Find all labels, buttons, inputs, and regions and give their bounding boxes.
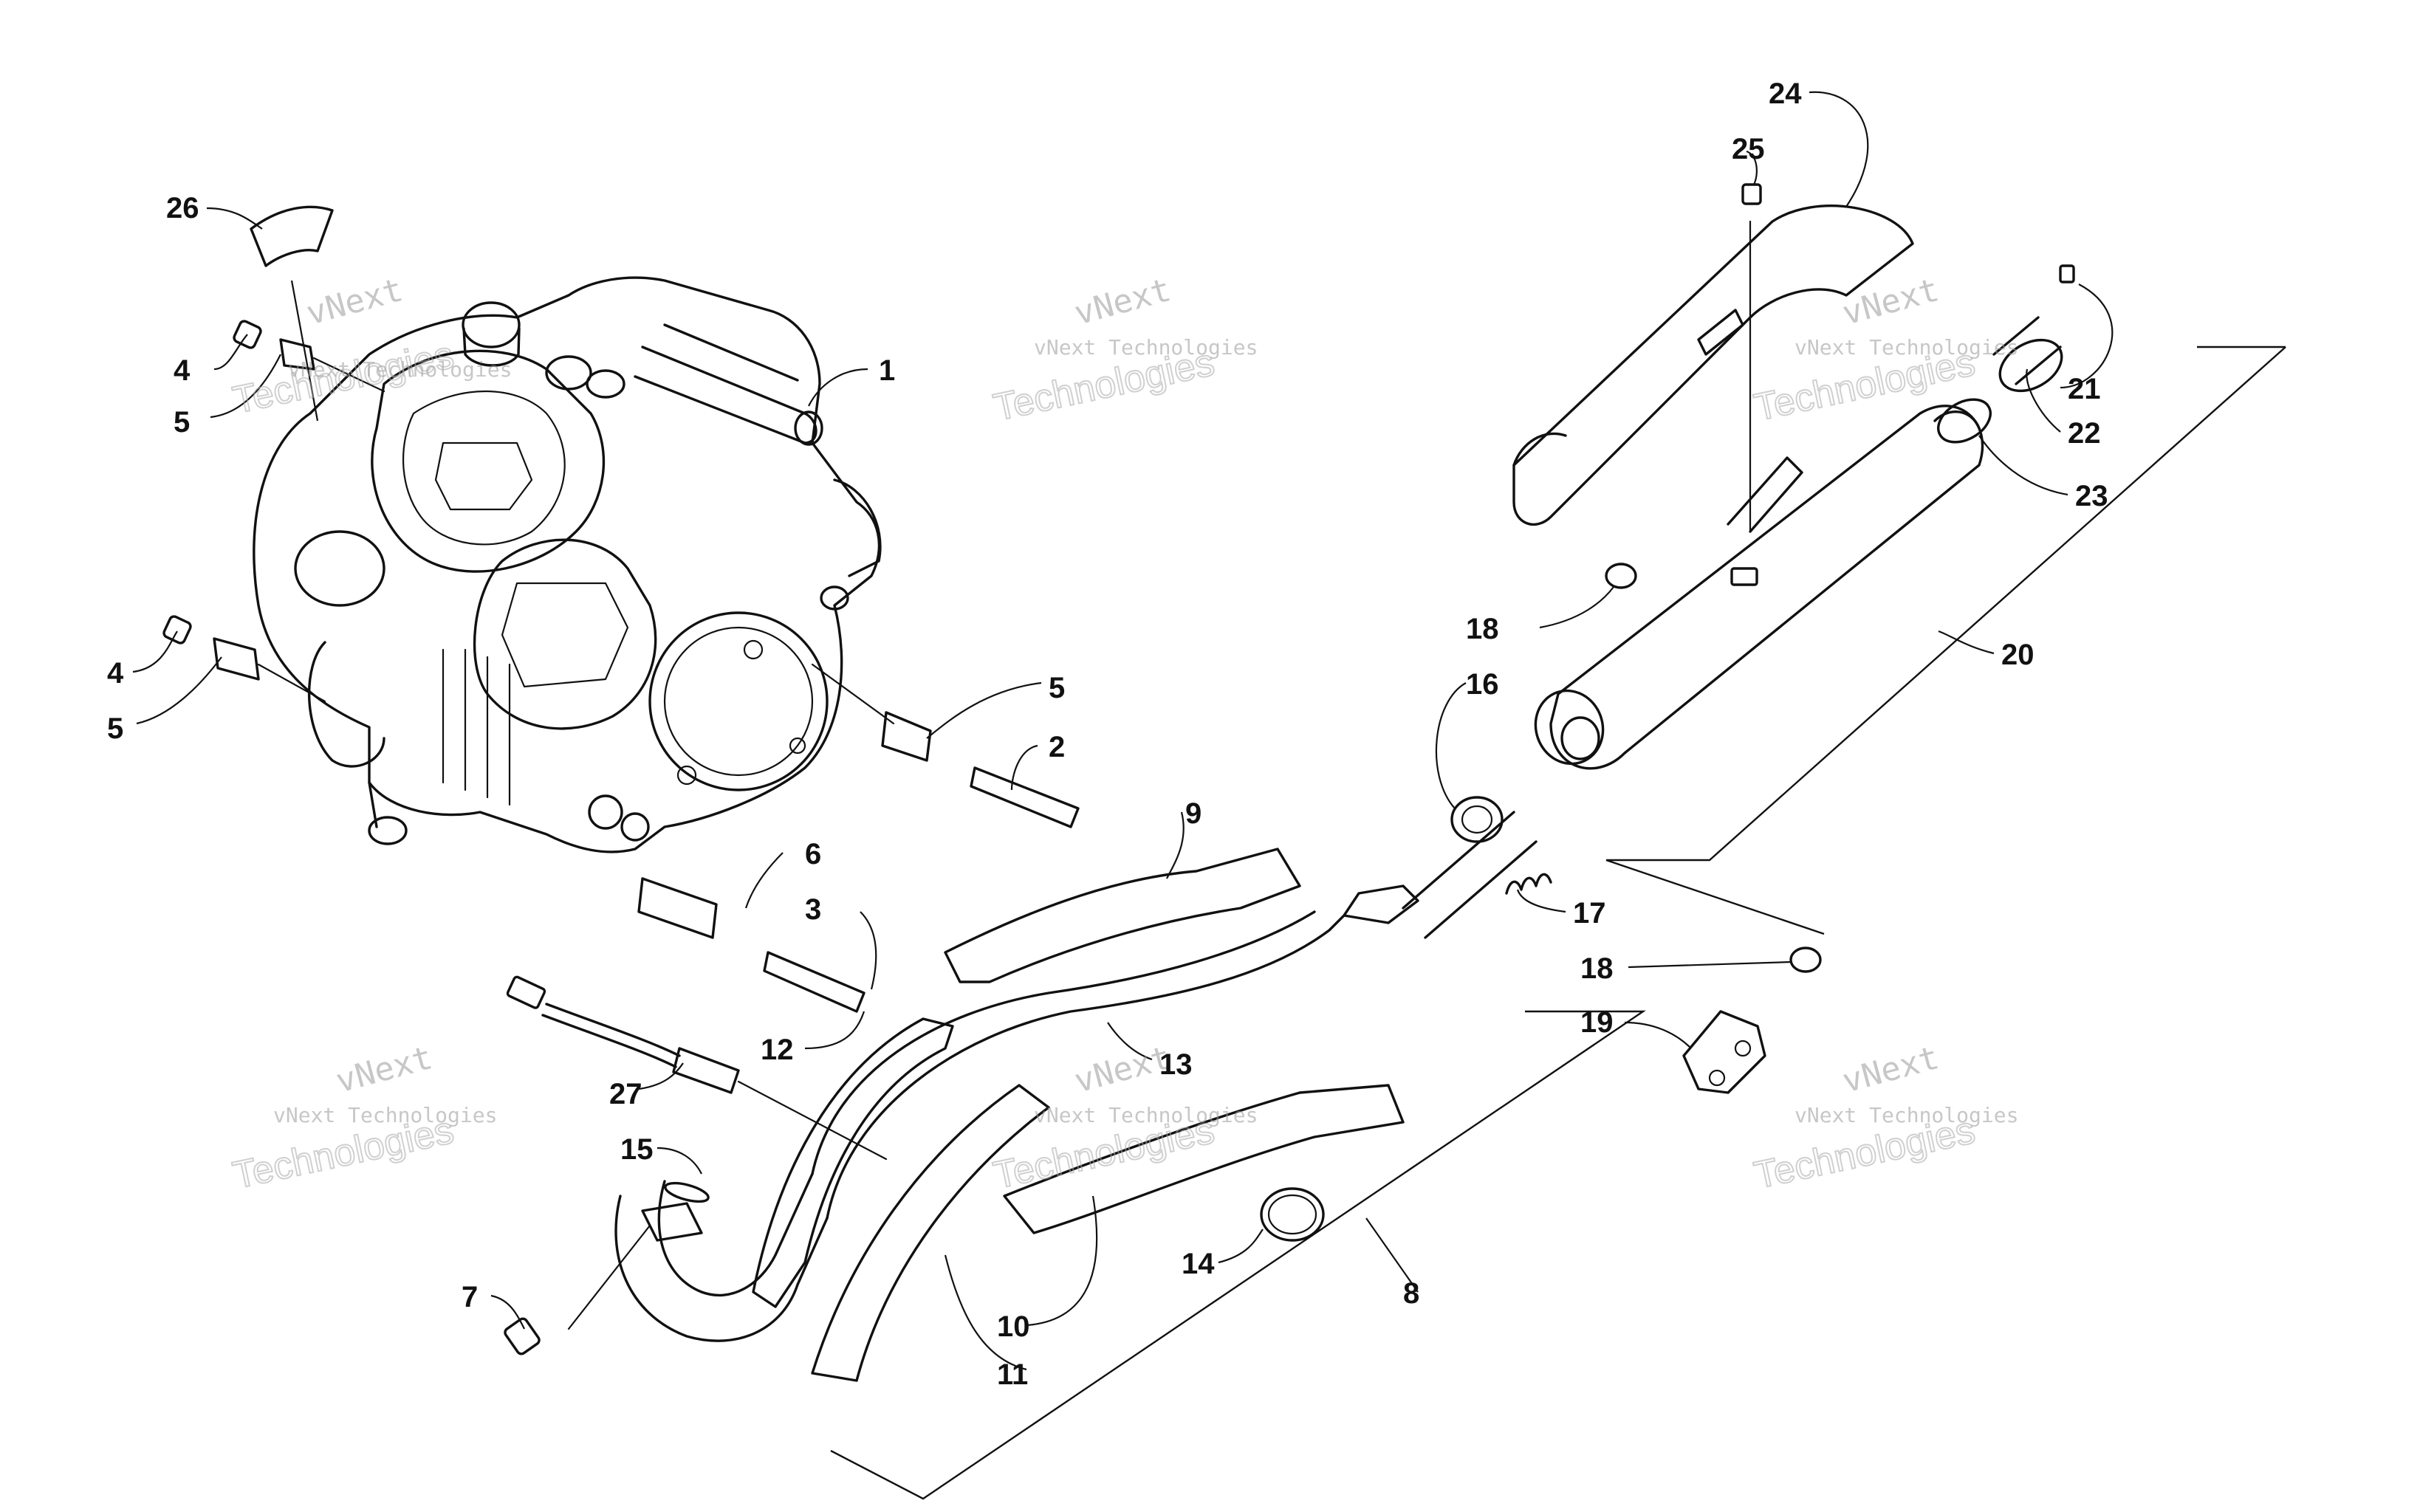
callout-5-top: 5 bbox=[174, 406, 190, 439]
exhaust-stud-lower bbox=[637, 877, 865, 1013]
svg-text:vNext: vNext bbox=[1839, 271, 1943, 333]
spring-17 bbox=[1505, 873, 1552, 895]
callout-17: 17 bbox=[1573, 897, 1606, 929]
callout-21: 21 bbox=[2068, 373, 2101, 405]
svg-text:vNext: vNext bbox=[1071, 271, 1175, 333]
callout-7: 7 bbox=[462, 1281, 478, 1313]
callout-26: 26 bbox=[166, 192, 199, 224]
callout-6: 6 bbox=[805, 838, 821, 870]
exhaust-stud-top-left bbox=[233, 320, 385, 393]
svg-text:vNext Technologies: vNext Technologies bbox=[288, 357, 512, 382]
svg-text:vNext Technologies: vNext Technologies bbox=[273, 1103, 497, 1127]
bracket-line-8 bbox=[830, 1010, 1646, 1500]
clamp-14 bbox=[1260, 1187, 1325, 1242]
callout-4-top: 4 bbox=[174, 354, 191, 387]
callout-3: 3 bbox=[805, 893, 821, 926]
exhaust-stud-right bbox=[811, 663, 1080, 828]
svg-text:vNext Technologies: vNext Technologies bbox=[1795, 1103, 2018, 1127]
svg-text:Technologies: Technologies bbox=[229, 334, 457, 422]
svg-text:vNext Technologies: vNext Technologies bbox=[1795, 335, 2018, 360]
o2-sensor-27 bbox=[506, 975, 888, 1161]
gasket-15 bbox=[664, 1181, 710, 1203]
leader-lines bbox=[132, 91, 2114, 1371]
callout-22: 22 bbox=[2068, 417, 2101, 450]
bracket-19 bbox=[1682, 1010, 1766, 1094]
callout-23: 23 bbox=[2075, 480, 2108, 512]
callout-20: 20 bbox=[2001, 639, 2035, 671]
screw-25 bbox=[1741, 183, 1762, 205]
muffler bbox=[1534, 405, 1984, 770]
callout-5-mid: 5 bbox=[107, 712, 123, 745]
callout-8: 8 bbox=[1403, 1277, 1419, 1310]
callout-2: 2 bbox=[1049, 731, 1065, 763]
callout-25: 25 bbox=[1732, 133, 1765, 165]
muffler-heat-shield-24 bbox=[1512, 183, 1914, 586]
callout-15: 15 bbox=[620, 1133, 654, 1166]
callout-18-upper: 18 bbox=[1466, 613, 1499, 645]
spark-arrestor bbox=[1937, 264, 2075, 444]
bolt-7 bbox=[504, 1317, 541, 1355]
callout-19: 19 bbox=[1580, 1006, 1614, 1039]
svg-text:vNext Technologies: vNext Technologies bbox=[1034, 1103, 1258, 1127]
flange-7 bbox=[641, 1202, 703, 1242]
grommet-18-lower bbox=[1789, 946, 1822, 973]
heat-shield-11 bbox=[811, 1084, 1050, 1382]
callout-1: 1 bbox=[879, 354, 895, 387]
seal-16 bbox=[1450, 796, 1504, 843]
callout-24: 24 bbox=[1769, 78, 1802, 110]
svg-text:vNext: vNext bbox=[1839, 1039, 1943, 1101]
callout-labels: 1 2 3 4 4 5 5 5 6 7 8 9 10 11 12 13 14 1… bbox=[107, 78, 2108, 1391]
screw-21 bbox=[2059, 264, 2075, 284]
callout-27: 27 bbox=[609, 1078, 642, 1110]
callout-12: 12 bbox=[761, 1034, 794, 1066]
grommet-18-upper bbox=[1605, 563, 1637, 589]
heat-shield-10 bbox=[1003, 1084, 1405, 1234]
gasket-23 bbox=[1937, 398, 1992, 444]
callout-18-lower: 18 bbox=[1580, 952, 1614, 985]
svg-text:vNext Technologies: vNext Technologies bbox=[1034, 335, 1258, 360]
callout-9: 9 bbox=[1185, 797, 1202, 830]
callout-14: 14 bbox=[1182, 1248, 1215, 1280]
svg-text:vNext: vNext bbox=[303, 271, 407, 333]
header-pipe bbox=[614, 811, 1538, 1342]
exhaust-stud-mid-left bbox=[162, 615, 326, 703]
callout-10: 10 bbox=[997, 1310, 1030, 1343]
heat-shield-12 bbox=[752, 1017, 954, 1308]
gasket-26 bbox=[250, 205, 334, 267]
callout-13: 13 bbox=[1159, 1048, 1193, 1081]
callout-4-mid: 4 bbox=[107, 657, 124, 690]
engine-block bbox=[253, 276, 882, 853]
callout-5-right: 5 bbox=[1049, 672, 1065, 704]
svg-text:vNext: vNext bbox=[332, 1039, 436, 1101]
callout-16: 16 bbox=[1466, 668, 1499, 701]
bracket-line-20 bbox=[1605, 346, 2286, 935]
heat-shield-9 bbox=[944, 848, 1301, 983]
callout-11: 11 bbox=[997, 1358, 1028, 1391]
